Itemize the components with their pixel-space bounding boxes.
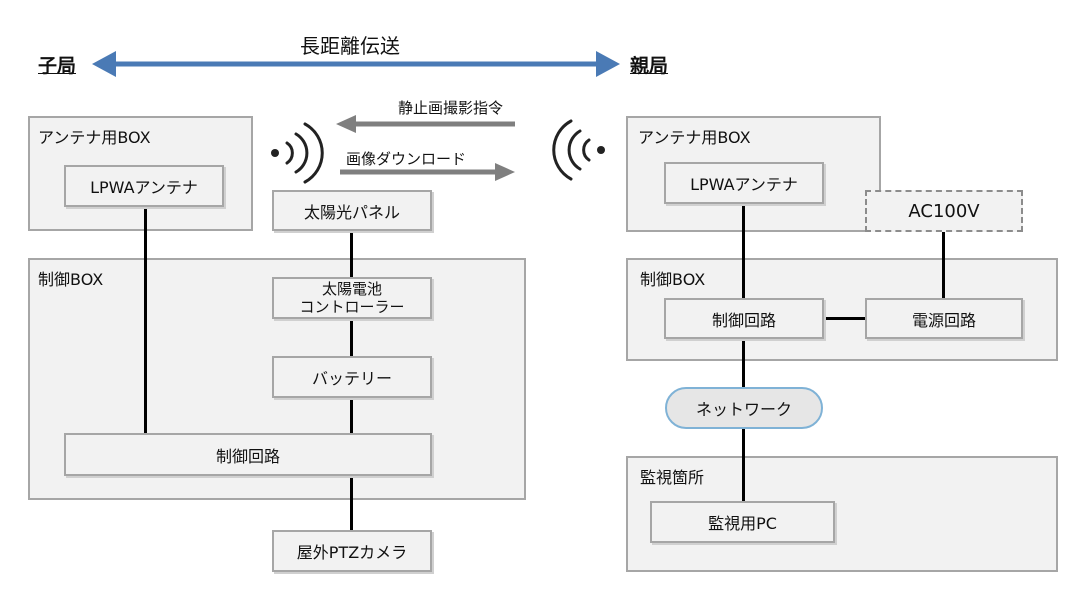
monitoring-site-label: 監視箇所 <box>640 468 705 487</box>
solar-controller-line2: コントローラー <box>299 298 405 316</box>
connector-line <box>822 317 866 320</box>
connector-line <box>350 476 353 530</box>
connector-line <box>350 231 353 277</box>
long-distance-arrow <box>92 51 620 77</box>
monitoring-site-box <box>626 456 1058 572</box>
solar-panel: 太陽光パネル <box>272 190 432 231</box>
connector-line <box>350 319 353 356</box>
connector-line <box>942 232 945 298</box>
connector-line <box>350 398 353 433</box>
transmission-title: 長距離伝送 <box>300 34 400 58</box>
child-control-box-label: 制御BOX <box>38 270 104 289</box>
outdoor-ptz-camera: 屋外PTZカメラ <box>272 530 432 572</box>
battery: バッテリー <box>272 356 432 398</box>
wireless-signal-icon <box>271 122 324 184</box>
monitoring-pc: 監視用PC <box>650 501 835 543</box>
solar-controller: 太陽電池 コントローラー <box>272 277 432 319</box>
parent-lpwa-antenna: LPWAアンテナ <box>664 162 824 204</box>
solar-controller-line1: 太陽電池 <box>321 280 382 298</box>
power-circuit: 電源回路 <box>865 298 1023 339</box>
connector-line <box>144 207 147 433</box>
connector-line <box>742 429 745 501</box>
image-download-label: 画像ダウンロード <box>346 150 467 168</box>
connector-line <box>742 339 745 387</box>
command-arrow <box>336 115 515 133</box>
parent-station-header: 親局 <box>630 55 669 77</box>
parent-antenna-box-label: アンテナ用BOX <box>638 128 751 147</box>
parent-control-box-label: 制御BOX <box>640 270 706 289</box>
still-capture-command-label: 静止画撮影指令 <box>398 99 504 117</box>
network-node: ネットワーク <box>665 387 823 429</box>
child-lpwa-antenna: LPWAアンテナ <box>64 165 224 207</box>
parent-control-circuit: 制御回路 <box>664 298 824 339</box>
child-control-circuit: 制御回路 <box>64 433 432 476</box>
ac100v-supply: AC100V <box>865 190 1023 232</box>
wireless-signal-icon-parent <box>552 119 605 181</box>
download-arrow <box>340 163 515 181</box>
child-station-header: 子局 <box>38 55 77 77</box>
child-antenna-box-label: アンテナ用BOX <box>38 128 151 147</box>
connector-line <box>742 204 745 298</box>
